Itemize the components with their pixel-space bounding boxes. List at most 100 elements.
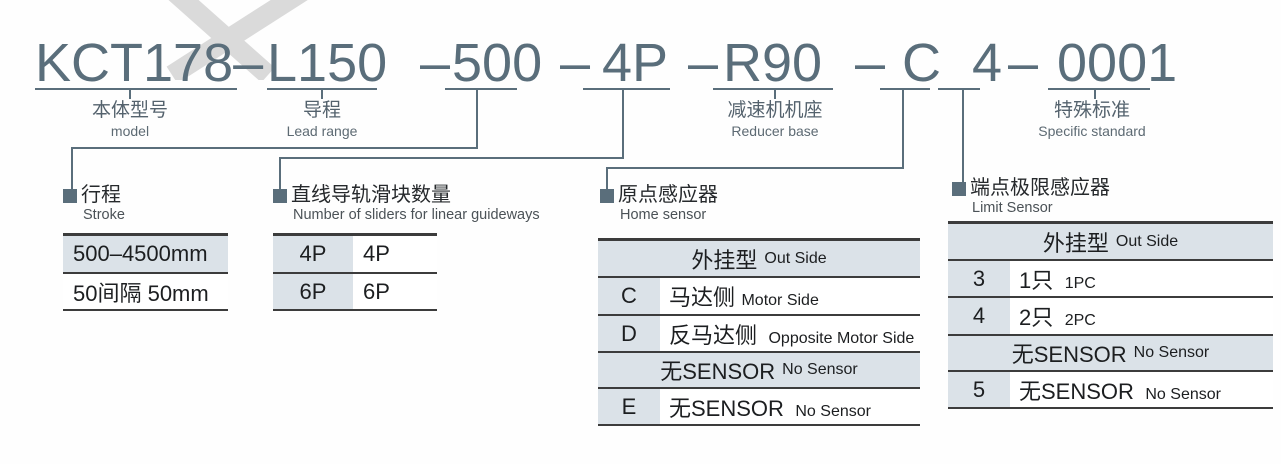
table-row: C 马达侧 Motor Side [598,278,920,316]
option-value-en: Opposite Motor Side [768,329,915,347]
connector-line [71,147,478,149]
connector-line [902,88,904,169]
callout-reducer-base: 减速机机座 Reducer base [675,99,875,139]
group-label-en: No Sensor [782,361,858,378]
code-underline [583,88,670,90]
code-dash: – [560,33,591,93]
callout-cn: 导程 [302,100,341,121]
limit-sensor-table: 外挂型 Out Side 3 1只 1PC 4 2只 2PC 无SENSOR N… [948,221,1273,409]
option-value-cn: 无SENSOR [1019,378,1134,404]
sliders-table: 4P 4P 6P 6P [273,233,437,311]
callout-cn: 本体型号 [91,100,168,121]
section-title-sliders: 直线导轨滑块数量 [291,184,451,206]
callout-model: 本体型号 model [30,99,230,139]
table-row: 500–4500mm [63,236,228,274]
code-underline [35,88,237,90]
option-code: 6P [273,274,353,309]
table-row: 4P 4P [273,236,437,274]
connector-line [71,147,73,191]
section-subtitle-home-sensor: Home sensor [620,207,707,223]
code-dash: – [1008,33,1039,93]
callout-tick [129,88,131,99]
group-label-cn: 无SENSOR [1011,342,1127,367]
callout-en: Reducer base [731,123,819,139]
group-label-cn: 外挂型 [1042,230,1109,256]
option-value: 2只 2PC [1010,300,1096,332]
code-underline [1048,88,1150,90]
stroke-table: 500–4500mm 50间隔 50mm [63,233,228,311]
code-underline [445,88,517,90]
option-value-en: 2PC [1064,312,1096,329]
option-value: 马达侧 Motor Side [660,280,819,312]
table-row: 4 2只 2PC [948,298,1273,336]
table-row: 6P 6P [273,274,437,309]
section-subtitle-limit-sensor: Limit Sensor [972,200,1053,216]
option-code: 4 [948,298,1010,334]
section-bullet-square [600,189,614,203]
section-title-stroke: 行程 [81,184,121,206]
option-code: 5 [948,372,1010,407]
code-part-stroke: 500 [452,33,543,93]
callout-en: Specific standard [1038,123,1146,139]
callout-tick [321,88,323,99]
code-dash: – [855,33,886,93]
option-value: 无SENSOR No Sensor [660,391,871,423]
connector-line [622,88,624,159]
table-group-header: 无SENSOR No Sensor [598,353,920,389]
code-part-body: KCT178– [35,33,264,93]
callout-specific-standard: 特殊标准 Specific standard [992,99,1192,139]
table-row: E 无SENSOR No Sensor [598,389,920,424]
code-dash: – [420,33,451,93]
table-group-header: 外挂型 Out Side [598,241,920,278]
connector-line [279,157,281,191]
callout-lead-range: 导程 Lead range [222,99,422,139]
section-title-limit-sensor: 端点极限感应器 [970,177,1110,199]
option-value: 反马达侧 Opposite Motor Side [660,318,914,350]
option-code: 3 [948,261,1010,296]
option-code: E [598,389,660,424]
section-bullet-square [63,189,77,203]
callout-en: Lead range [286,123,358,139]
code-dash: – [688,33,719,93]
option-value: 无SENSOR No Sensor [1010,374,1221,406]
option-code: 4P [273,236,353,272]
table-row: 5 无SENSOR No Sensor [948,372,1273,407]
connector-line [476,88,478,149]
section-subtitle-sliders: Number of sliders for linear guideways [293,207,540,223]
option-value-cn: 反马达侧 [669,322,758,348]
table-row: D 反马达侧 Opposite Motor Side [598,316,920,353]
code-underline [880,88,930,90]
option-value: 6P [363,278,390,304]
table-row: 50间隔 50mm [63,274,228,309]
code-part-standard: 0001 [1057,33,1178,93]
option-value: 4P [363,241,390,266]
option-value-cn: 马达侧 [669,285,736,310]
group-label-en: No Sensor [1133,344,1210,361]
callout-tick [774,88,776,99]
option-value-cn: 2只 [1019,305,1054,330]
group-label-en: Out Side [764,249,827,267]
home-sensor-table: 外挂型 Out Side C 马达侧 Motor Side D 反马达侧 Opp… [598,238,920,426]
option-value: 1只 1PC [1010,263,1096,295]
callout-en: model [110,123,150,139]
table-group-header: 外挂型 Out Side [948,224,1273,261]
option-value-en: No Sensor [1145,385,1221,403]
callout-tick [1094,88,1096,99]
option-value-en: 1PC [1064,274,1096,292]
connector-line [606,167,904,169]
group-label-en: Out Side [1115,232,1179,250]
table-group-header: 无SENSOR No Sensor [948,336,1273,372]
watermark-x-shape [166,0,308,80]
code-underline [938,88,980,90]
option-value-cn: 无SENSOR [669,395,784,421]
option-code: D [598,316,660,351]
section-bullet-square [952,182,966,196]
code-part-home: C [902,33,941,93]
code-underline [713,88,833,90]
option-value-cn: 1只 [1019,267,1054,293]
stroke-step: 50间隔 50mm [73,280,209,306]
code-underline [267,88,377,90]
code-part-lead: L150 [267,33,388,93]
connector-line [606,167,608,191]
option-value-en: No Sensor [795,402,871,420]
